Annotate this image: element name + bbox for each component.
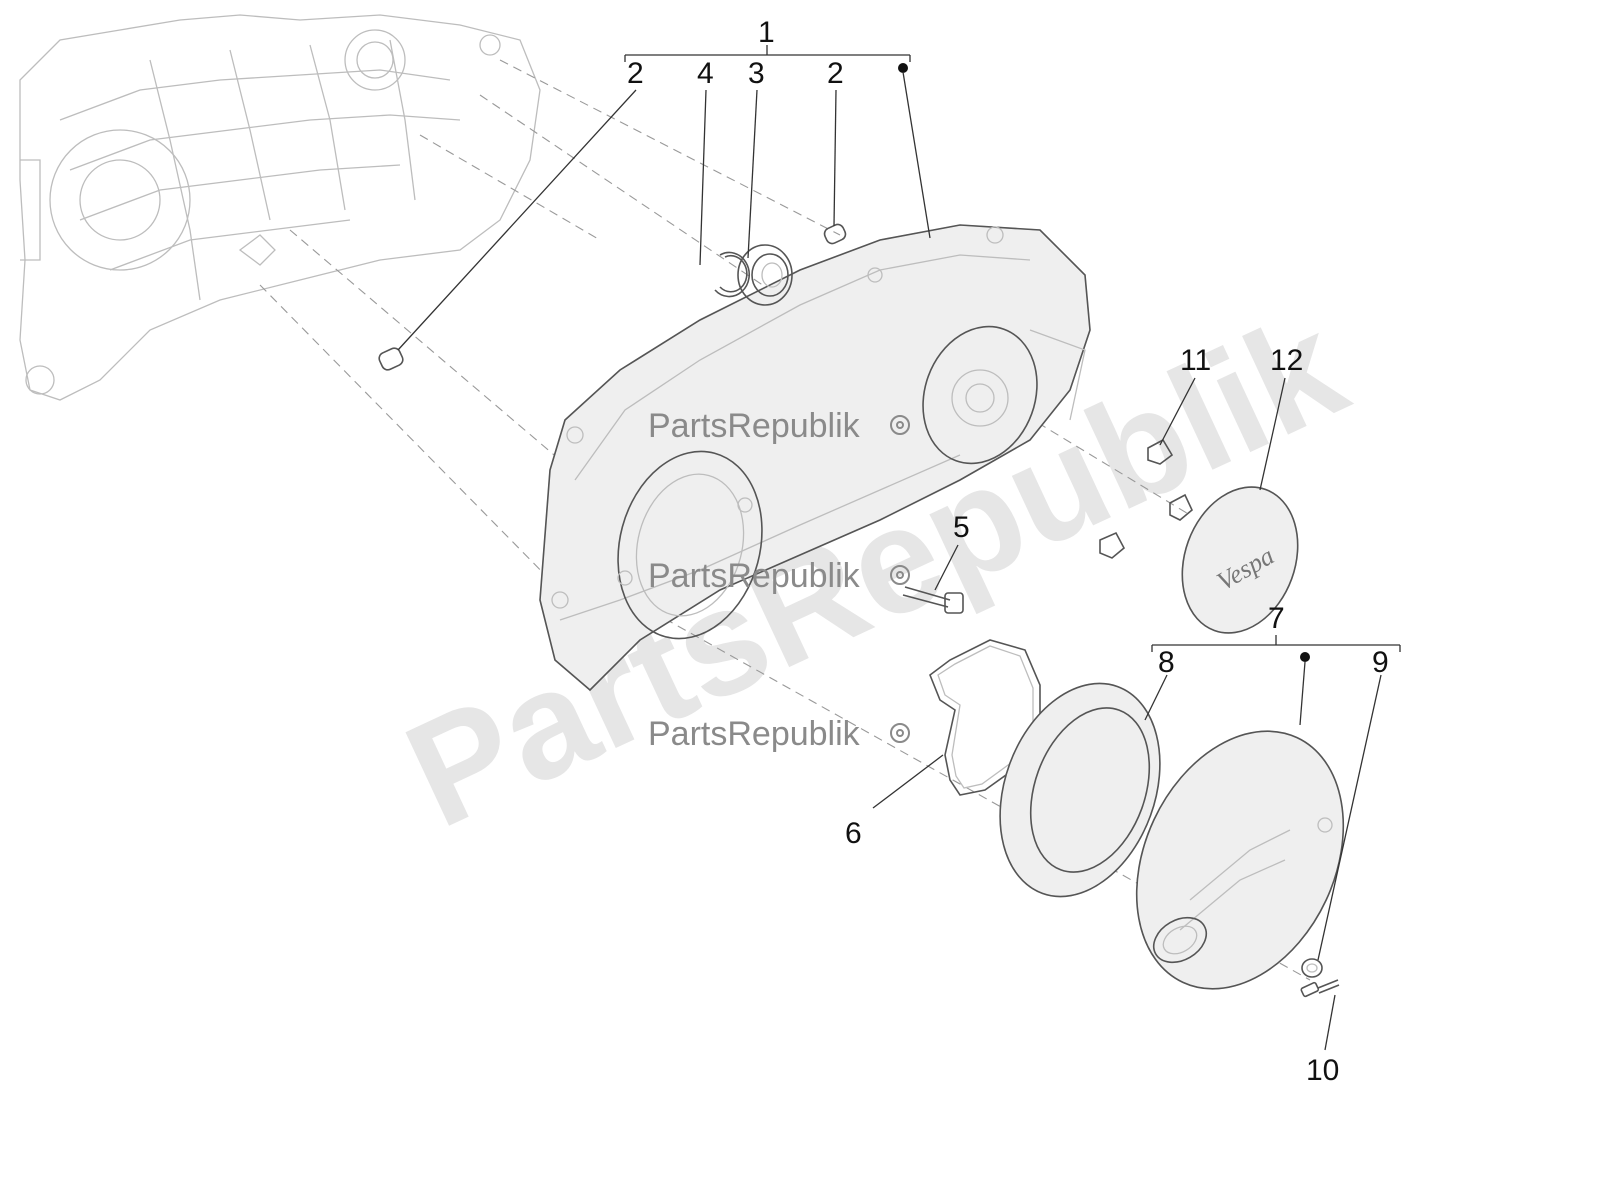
callout-10: 10 — [1306, 1054, 1339, 1087]
alignment-lines — [259, 59, 1311, 981]
leader-lines — [397, 45, 1401, 1051]
watermark-stamp-3: PartsRepublik — [648, 715, 861, 753]
callout-8: 8 — [1158, 646, 1175, 679]
callout-7: 7 — [1268, 602, 1285, 635]
clip-11-a — [1147, 438, 1174, 465]
transmission-cover — [539, 224, 1091, 692]
callout-2-right: 2 — [827, 57, 844, 90]
bolt-5 — [902, 586, 964, 614]
callout-4: 4 — [697, 57, 714, 90]
callout-9: 9 — [1372, 646, 1389, 679]
air-intake-cover — [1135, 730, 1345, 990]
dowel-pin-left — [378, 347, 404, 371]
bearing — [737, 244, 793, 306]
logo-badge-cover: Vespa — [1181, 486, 1299, 634]
gear-icon — [890, 415, 910, 743]
group-1-dot-marker — [898, 63, 908, 73]
callout-6: 6 — [845, 817, 862, 850]
callout-3: 3 — [748, 57, 765, 90]
group-7-dot-marker — [1300, 652, 1310, 662]
circlip — [714, 251, 750, 298]
grommet-9 — [1301, 958, 1323, 978]
crankcase-housing — [19, 14, 541, 401]
watermark-stamp-1: PartsRepublik — [648, 407, 861, 445]
callout-11: 11 — [1180, 344, 1211, 377]
callout-1: 1 — [758, 16, 775, 49]
clip-11-b — [1169, 493, 1193, 521]
filter-sponge — [999, 682, 1161, 898]
watermark-stamp-2: PartsRepublik — [648, 557, 861, 595]
callout-numbers: 1 2 4 3 2 5 6 7 8 9 10 11 12 — [627, 16, 1389, 1087]
callout-2-left: 2 — [627, 57, 644, 90]
clip-11-c — [1099, 531, 1126, 559]
callout-5: 5 — [953, 511, 970, 544]
watermark-stamps: PartsRepublik PartsRepublik PartsRepubli… — [648, 407, 910, 753]
dowel-pin-right — [823, 223, 847, 245]
screw-10 — [1300, 979, 1340, 998]
gasket — [929, 639, 1041, 796]
callout-12: 12 — [1270, 344, 1303, 377]
